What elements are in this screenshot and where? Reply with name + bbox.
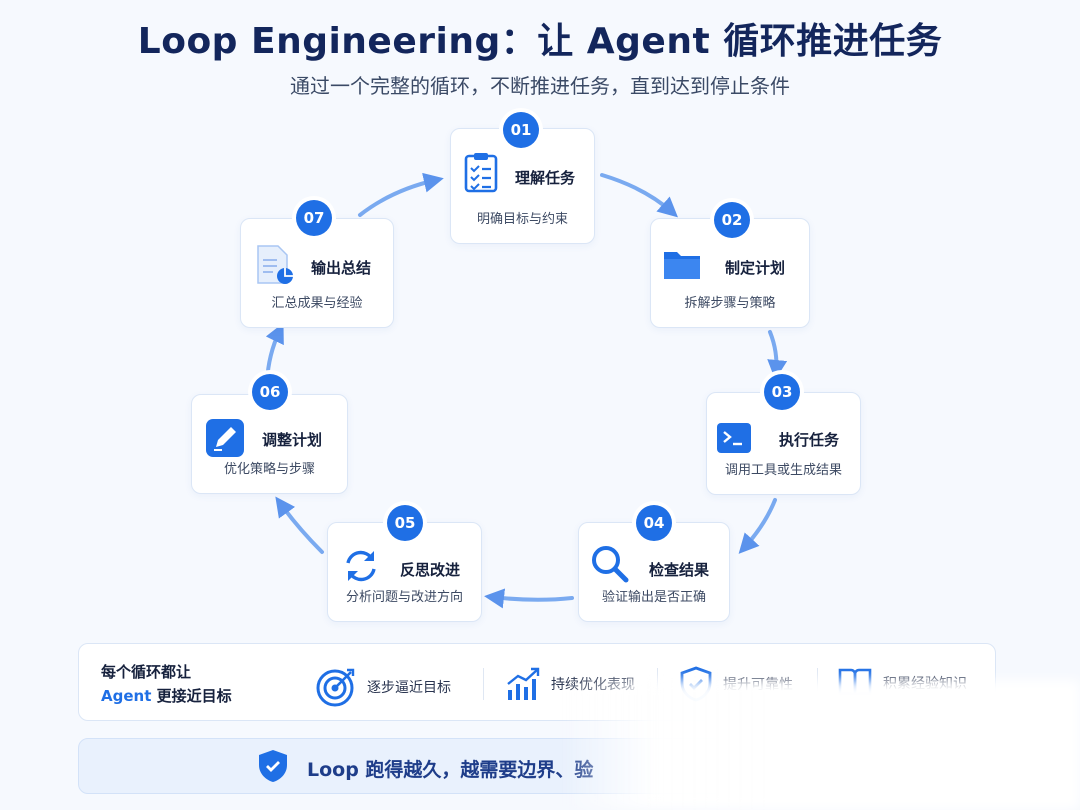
- shield-check-icon: [259, 750, 287, 782]
- step-number-badge: 04: [636, 505, 672, 541]
- benefits-lead-line1: 每个循环都让: [101, 663, 192, 681]
- step-desc: 明确目标与约束: [476, 212, 568, 227]
- step-desc: 分析问题与改进方向: [345, 590, 463, 605]
- trend-chart-icon: [507, 667, 540, 700]
- document-chart-icon: [257, 245, 293, 284]
- page-title: Loop Engineering：让 Agent 循环推进任务: [137, 21, 943, 62]
- arrow-03-04: [738, 498, 777, 554]
- step-title: 检查结果: [649, 561, 710, 579]
- clipboard-checklist-icon: [464, 153, 498, 193]
- edit-pencil-icon: [206, 419, 244, 457]
- step-number-badge: 05: [387, 505, 423, 541]
- step-number-badge: 02: [714, 202, 750, 238]
- arrow-04-05: [484, 588, 574, 609]
- benefit-label: 逐步逼近目标: [367, 680, 451, 696]
- page-subtitle: 通过一个完整的循环，不断推进任务，直到达到停止条件: [290, 74, 790, 98]
- step-title: 调整计划: [262, 431, 323, 449]
- step-desc: 汇总成果与经验: [271, 296, 363, 311]
- benefit-item-target: 逐步逼近目标: [315, 666, 451, 708]
- magnifier-icon: [592, 546, 629, 583]
- benefits-lead-accent: Agent: [101, 687, 152, 705]
- terminal-icon: [717, 423, 751, 453]
- step-desc: 优化策略与步骤: [223, 462, 315, 477]
- step-title: 理解任务: [515, 169, 576, 187]
- faded-overlay: [560, 680, 1080, 810]
- arrow-07-01: [358, 172, 444, 217]
- step-desc: 调用工具或生成结果: [724, 463, 842, 478]
- divider: [483, 668, 484, 700]
- step-card-07: 输出总结 汇总成果与经验: [240, 218, 394, 328]
- step-title: 执行任务: [779, 431, 840, 449]
- arrow-01-02: [600, 173, 678, 218]
- step-title: 输出总结: [311, 259, 372, 277]
- step-number-badge: 06: [252, 374, 288, 410]
- step-number-badge: 07: [296, 200, 332, 236]
- step-title: 反思改进: [400, 561, 461, 579]
- arrow-05-06: [275, 496, 324, 554]
- arrow-02-03: [767, 330, 788, 380]
- step-desc: 拆解步骤与策略: [684, 296, 776, 311]
- refresh-cycle-icon: [346, 550, 376, 582]
- benefits-lead-line2: 更接近目标: [151, 687, 232, 705]
- folder-icon: [664, 252, 700, 279]
- step-title: 制定计划: [725, 259, 786, 277]
- target-icon: [316, 668, 355, 707]
- step-card-06: 调整计划 优化策略与步骤: [191, 394, 348, 494]
- banner-text: Loop 跑得越久，越需要边界、验: [307, 759, 594, 781]
- step-number-badge: 03: [764, 374, 800, 410]
- benefits-lead: 每个循环都让 Agent 更接近目标: [101, 660, 232, 708]
- step-number-badge: 01: [503, 112, 539, 148]
- step-desc: 验证输出是否正确: [601, 590, 706, 605]
